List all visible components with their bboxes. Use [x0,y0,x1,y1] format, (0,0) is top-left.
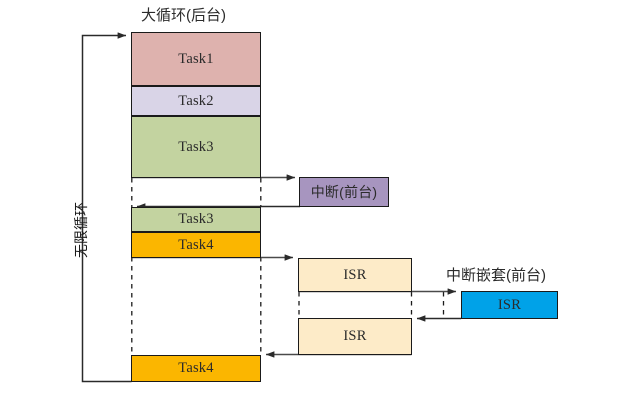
task-block-task4-first[interactable]: Task4 [131,232,261,258]
dashed-guides [131,178,262,355]
task-block-task2[interactable]: Task2 [131,86,261,116]
isr-box-nested[interactable]: ISR [461,291,558,319]
interrupt-box[interactable]: 中断(前台) [299,177,389,207]
label-nested-interrupt: 中断嵌套(前台) [446,267,546,284]
label-infinite-loop: 无限循环 [73,202,89,258]
page-title-main-loop: 大循环(后台) [141,7,226,24]
isr-box-upper[interactable]: ISR [298,258,412,292]
task-block-task4-second[interactable]: Task4 [131,355,261,382]
dashed-guides-isr [298,292,413,318]
task-block-task1[interactable]: Task1 [131,32,261,86]
infinite-loop-arrow [81,32,132,383]
task-block-task3-first[interactable]: Task3 [131,116,261,178]
isr-box-lower[interactable]: ISR [298,318,412,355]
task-block-task3-second[interactable]: Task3 [131,207,261,232]
